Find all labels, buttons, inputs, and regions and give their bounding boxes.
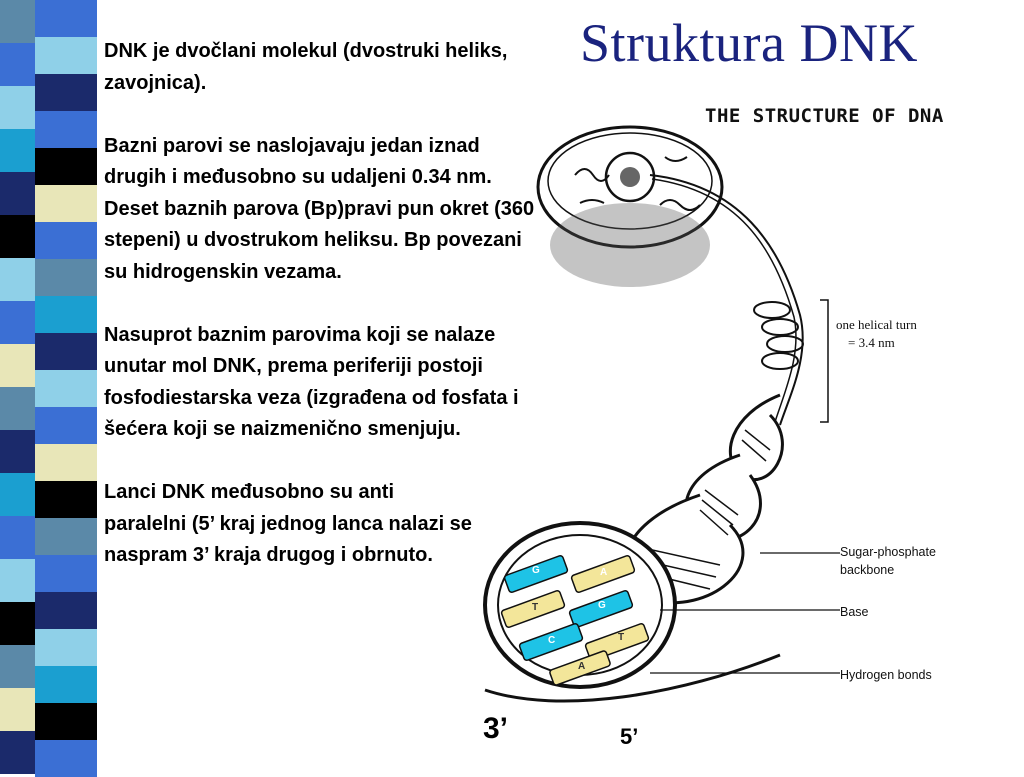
paragraph-2: Bazni parovi se naslojavaju jedan iznad … [104,134,535,283]
paragraph-1: DNK je dvočlani molekul (dvostruki helik… [104,40,508,94]
three-prime-end: 3’ [483,712,509,745]
paragraph-4: Lanci DNK međusobno su anti paralelni (5… [104,481,472,566]
base-pair-section: G A T G C T A [483,521,781,703]
dna-structure-figure: THE STRUCTURE OF DNA [480,95,1000,715]
slide-title: Struktura DNK [580,13,918,73]
base-letter: C [548,635,555,646]
figure-title: THE STRUCTURE OF DNA [705,105,944,127]
base-letter: G [532,565,540,576]
label-backbone: backbone [840,563,895,577]
chromatin-strand [649,174,804,426]
label-helical-turn: one helical turn [836,317,917,332]
label-helical-turn-value: = 3.4 nm [848,335,895,350]
five-prime-end: 5’ [620,724,639,749]
base-letter: A [600,567,607,578]
label-base: Base [840,605,869,619]
base-letter: T [532,602,538,613]
base-letter: T [618,632,624,643]
coiled-helix [753,301,804,370]
cell-icon [536,125,724,287]
decorative-stripe-bar [0,0,100,777]
label-sugar-phosphate: Sugar-phosphate [840,545,936,559]
label-hydrogen-bonds: Hydrogen bonds [840,668,932,682]
helical-turn-bracket [820,299,829,423]
base-letter: G [598,600,606,611]
dna-illustration: G A T G C T A [483,125,840,703]
paragraph-3: Nasuprot baznim parovima koji se nalaze … [104,323,519,441]
base-letter: A [578,661,585,672]
slide-body: DNK je dvočlani molekul (dvostruki helik… [104,36,544,603]
